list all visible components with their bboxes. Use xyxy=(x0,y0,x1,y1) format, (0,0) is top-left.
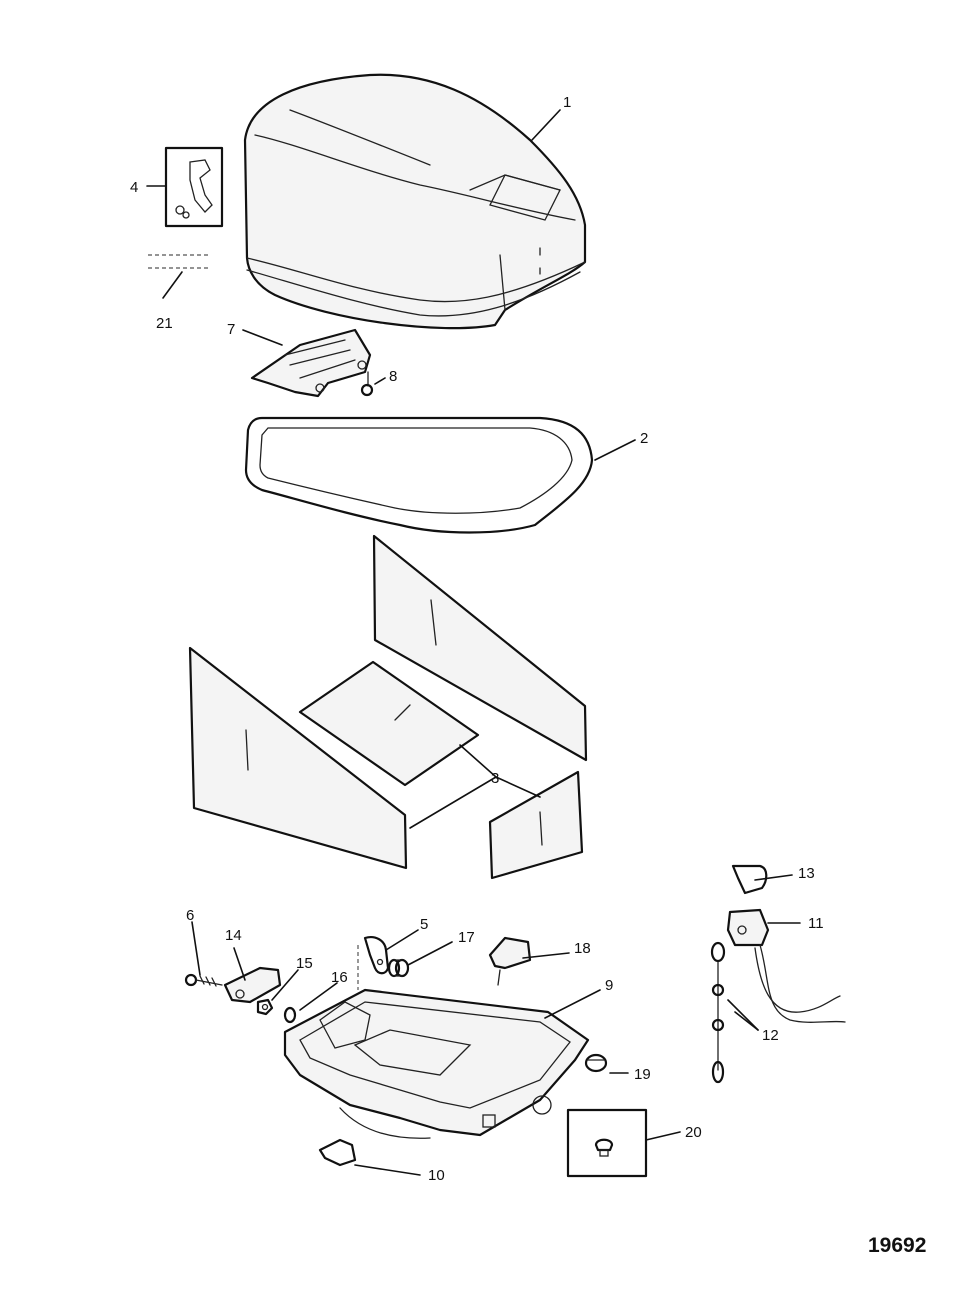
callout-15: 15 xyxy=(296,955,313,972)
top-cowl xyxy=(243,73,587,330)
callout-19: 19 xyxy=(634,1066,651,1083)
figure-number: 19692 xyxy=(868,1234,926,1257)
callout-12: 12 xyxy=(762,1027,779,1044)
callout-17: 17 xyxy=(458,929,475,946)
callout-10: 10 xyxy=(428,1167,445,1184)
callout-20: 20 xyxy=(685,1124,702,1141)
lever xyxy=(488,936,532,986)
callouts: 1 4 21 7 8 2 3 13 11 12 6 14 15 16 5 17 … xyxy=(130,94,824,1184)
callout-1: 1 xyxy=(563,94,571,111)
callout-8: 8 xyxy=(389,368,397,385)
callout-4: 4 xyxy=(130,179,138,196)
latch-bracket xyxy=(223,966,282,1004)
stop-switch xyxy=(726,908,846,1023)
grommet xyxy=(387,958,410,978)
screw xyxy=(360,371,374,397)
bottom-cowl xyxy=(283,988,590,1139)
callout-11: 11 xyxy=(808,915,824,932)
nut xyxy=(256,998,274,1016)
callout-7: 7 xyxy=(227,321,235,338)
bolt xyxy=(184,973,223,987)
lanyard xyxy=(710,941,726,1084)
callout-16: 16 xyxy=(331,969,348,986)
callout-5: 5 xyxy=(420,916,428,933)
callout-3: 3 xyxy=(491,770,499,787)
decal xyxy=(148,254,210,269)
callout-9: 9 xyxy=(605,977,613,994)
gasket xyxy=(318,1138,357,1167)
acoustic-panels xyxy=(188,534,588,880)
callout-6: 6 xyxy=(186,907,194,924)
latch xyxy=(250,328,372,398)
latch-plate xyxy=(164,146,224,228)
cowl-seal xyxy=(244,416,594,534)
callout-14: 14 xyxy=(225,927,242,944)
hook xyxy=(357,936,390,990)
washer xyxy=(283,1006,297,1024)
callout-21: 21 xyxy=(156,315,173,332)
callout-2: 2 xyxy=(640,430,648,447)
plug xyxy=(584,1053,608,1073)
leader-lines xyxy=(146,109,801,1176)
callout-18: 18 xyxy=(574,940,591,957)
callout-13: 13 xyxy=(798,865,815,882)
cap-inset xyxy=(566,1108,648,1178)
